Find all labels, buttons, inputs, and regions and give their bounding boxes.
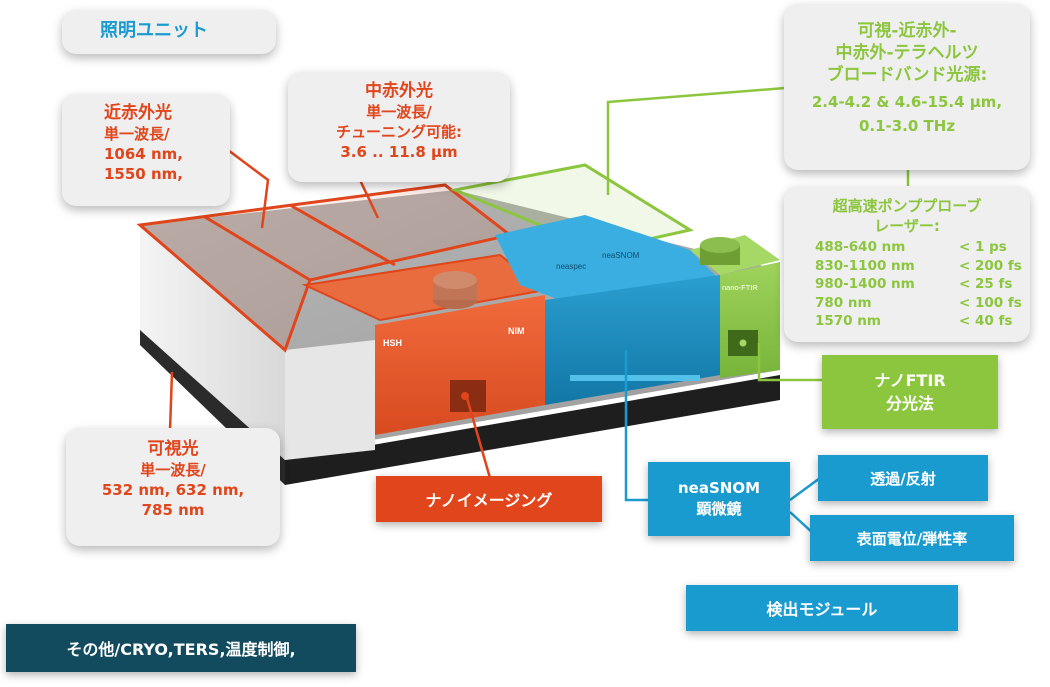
broadband-connector xyxy=(606,86,786,195)
mid-ir-connector xyxy=(358,179,380,219)
near-ir-card: 近赤外光 単一波長/ 1064 nm, 1550 nm, xyxy=(62,94,230,206)
neasnom-top xyxy=(495,215,720,300)
laser-pulse: < 1 ps xyxy=(959,239,1007,255)
hsh-unit-label: HSH xyxy=(383,338,402,348)
neasnom-line-1: neaSNOM xyxy=(677,479,760,497)
mid-ir-line-3: 3.6 .. 11.8 µm xyxy=(340,143,458,161)
broadband-value-2: 0.1-3.0 THz xyxy=(858,117,956,135)
laser-row: 1570 nm < 40 fs xyxy=(815,312,1025,331)
laser-row: 780 nm < 100 fs xyxy=(815,294,1025,313)
laser-range: 830-1100 nm xyxy=(815,257,915,274)
broadband-line-3: ブロードバンド光源: xyxy=(826,65,988,85)
laser-row: 488-640 nm < 1 ps xyxy=(815,238,1025,257)
mid-ir-title: 中赤外光 xyxy=(365,81,433,101)
broadband-line-2: 中赤外-テラヘルツ xyxy=(835,43,979,63)
mid-ir-line-1: 単一波長/ xyxy=(366,103,432,121)
visible-title: 可視光 xyxy=(147,439,199,459)
near-ir-line-3: 1550 nm, xyxy=(104,165,183,183)
neasnom-unit-label: neaSNOM xyxy=(602,251,640,260)
neasnom-connector xyxy=(624,350,648,502)
broadband-value-1: 2.4-4.2 & 4.6-15.4 µm, xyxy=(811,93,1003,111)
transmission-connector xyxy=(789,476,821,502)
laser-range: 980-1400 nm xyxy=(815,276,915,292)
laser-pulse: < 100 fs xyxy=(959,294,1022,311)
detection-module-label: 検出モジュール xyxy=(686,585,958,631)
illumination-unit-card: 照明ユニット xyxy=(62,10,276,54)
detection-module-text: 検出モジュール xyxy=(766,600,878,619)
nano-imaging-connector xyxy=(465,397,492,479)
near-ir-title: 近赤外光 xyxy=(104,103,172,123)
neasnom-front xyxy=(545,275,720,405)
nano-ftir-line-1: ナノFTIR xyxy=(874,371,946,390)
transmission-text: 透過/反射 xyxy=(870,469,936,488)
nano-ftir-label: ナノFTIR 分光法 xyxy=(822,355,998,429)
mid-ir-line-2: チューニング可能: xyxy=(336,123,462,141)
illumination-outline xyxy=(136,183,514,353)
left-enclosure xyxy=(140,225,285,460)
transmission-label: 透過/反射 xyxy=(818,455,988,501)
neaspec-small-label: neaspec xyxy=(556,262,586,271)
near-ir-connector xyxy=(227,149,270,229)
pump-probe-title-1: 超高速ポンププローブ xyxy=(832,197,982,215)
visible-card: 可視光 単一波長/ 532 nm, 632 nm, 785 nm xyxy=(66,428,280,546)
nano-ftir-connector xyxy=(757,343,822,382)
illumination-unit-title: 照明ユニット xyxy=(100,20,208,41)
nano-ftir-front xyxy=(720,262,780,378)
laser-pulse: < 25 fs xyxy=(959,276,1013,292)
laser-row: 830-1100 nm < 200 fs xyxy=(815,257,1025,276)
surface-potential-text: 表面電位/弾性率 xyxy=(856,529,968,548)
laser-row: 980-1400 nm < 25 fs xyxy=(815,275,1025,294)
broadband-card: 可視-近赤外- 中赤外-テラヘルツ ブロードバンド光源: 2.4-4.2 & 4… xyxy=(784,4,1030,170)
others-label: その他/CRYO,TERS,温度制御, xyxy=(6,624,356,672)
neasnom-line-2: 顕微鏡 xyxy=(696,500,742,518)
neasnom-label: neaSNOM 顕微鏡 xyxy=(648,462,790,536)
laser-range: 780 nm xyxy=(815,294,872,311)
nim-unit-label: NIM xyxy=(508,326,525,336)
broadband-line-1: 可視-近赤外- xyxy=(857,21,957,41)
visible-connector xyxy=(168,371,174,431)
nano-ftir-line-2: 分光法 xyxy=(885,394,934,413)
visible-line-3: 785 nm xyxy=(141,501,205,519)
nano-ftir-unit-label: nano-FTIR xyxy=(722,283,758,292)
pump-probe-card: 超高速ポンププローブ レーザー: xyxy=(784,186,1030,342)
pump-probe-title-2: レーザー: xyxy=(874,217,940,235)
laser-range: 1570 nm xyxy=(815,313,881,329)
laser-range: 488-640 nm xyxy=(815,239,906,255)
visible-line-2: 532 nm, 632 nm, xyxy=(101,481,245,499)
near-ir-line-2: 1064 nm, xyxy=(104,145,183,163)
hsh-nim-front xyxy=(375,295,545,435)
laser-pulse: < 40 fs xyxy=(959,313,1013,329)
laser-pulse: < 200 fs xyxy=(959,257,1022,274)
others-text: その他/CRYO,TERS,温度制御, xyxy=(66,640,296,659)
nano-imaging-text: ナノイメージング xyxy=(425,491,553,510)
near-ir-line-1: 単一波長/ xyxy=(104,125,170,143)
surface-potential-label: 表面電位/弾性率 xyxy=(810,515,1014,561)
mid-ir-card: 中赤外光 単一波長/ チューニング可能: 3.6 .. 11.8 µm xyxy=(288,72,510,182)
pump-probe-table: 488-640 nm < 1 ps 830-1100 nm < 200 fs 980… xyxy=(815,238,1025,331)
nano-imaging-label: ナノイメージング xyxy=(376,476,602,522)
visible-line-1: 単一波長/ xyxy=(140,461,206,479)
